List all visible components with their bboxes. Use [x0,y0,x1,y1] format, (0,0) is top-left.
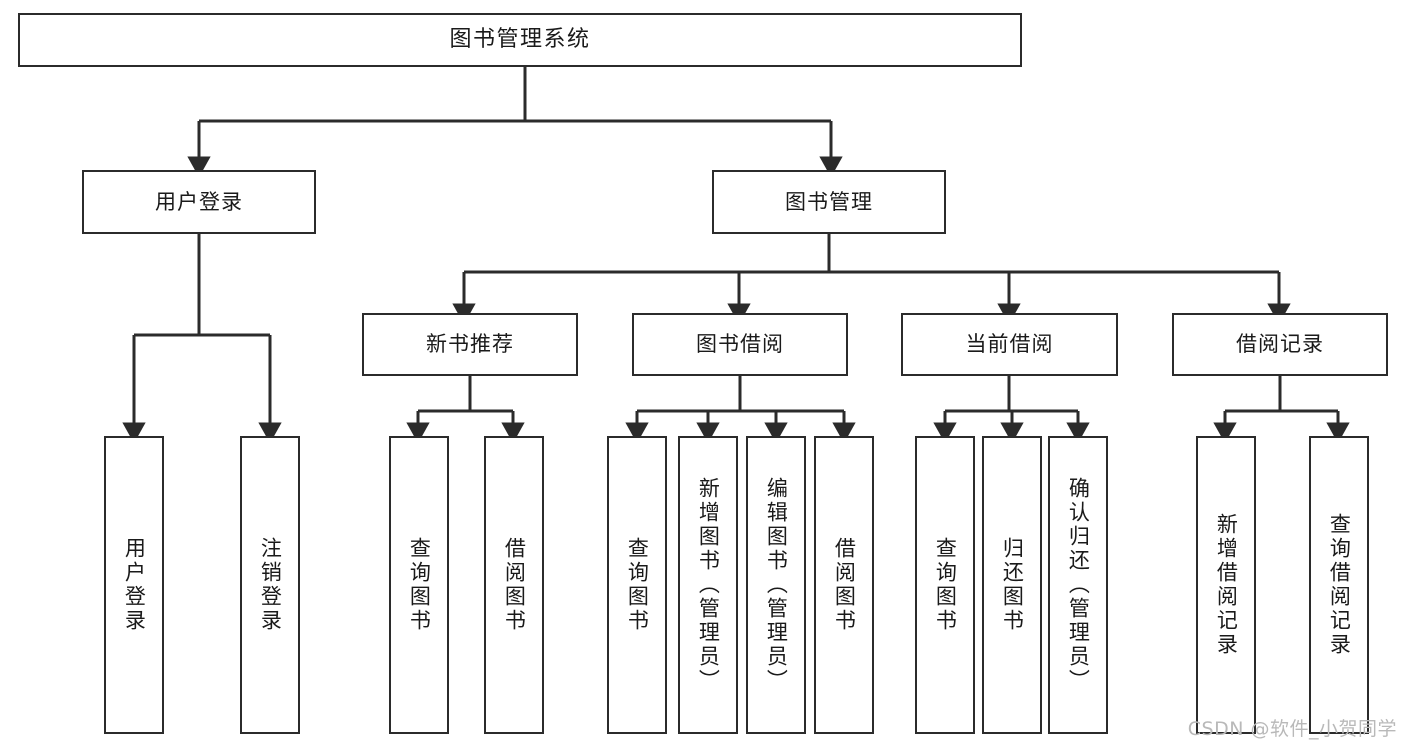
node-root-system[interactable]: 图书管理系统 [18,13,1022,67]
leaf-label: 借阅图书 [502,537,527,633]
node-new-book-recommend[interactable]: 新书推荐 [362,313,578,376]
leaf-label: 确认归还（管理员） [1066,477,1091,693]
leaf-borrow-query-book[interactable]: 查询图书 [607,436,667,734]
leaf-label: 查询图书 [933,537,958,633]
leaf-record-query-record[interactable]: 查询借阅记录 [1309,436,1369,734]
leaf-record-add-record[interactable]: 新增借阅记录 [1196,436,1256,734]
csdn-watermark: CSDN @软件_小贺同学 [1187,718,1397,740]
leaf-label: 查询图书 [407,537,432,633]
leaf-borrow-borrow-book[interactable]: 借阅图书 [814,436,874,734]
leaf-label: 查询图书 [625,537,650,633]
node-user-login[interactable]: 用户登录 [82,170,316,234]
node-current-borrow[interactable]: 当前借阅 [901,313,1118,376]
leaf-label: 注销登录 [258,537,283,633]
leaf-label: 编辑图书（管理员） [764,477,789,693]
leaf-current-confirm-return-admin[interactable]: 确认归还（管理员） [1048,436,1108,734]
leaf-new-book-query[interactable]: 查询图书 [389,436,449,734]
leaf-label: 用户登录 [122,537,147,633]
leaf-borrow-add-book-admin[interactable]: 新增图书（管理员） [678,436,738,734]
leaf-label: 查询借阅记录 [1327,513,1352,657]
node-borrow-record[interactable]: 借阅记录 [1172,313,1388,376]
node-book-borrow[interactable]: 图书借阅 [632,313,848,376]
leaf-label: 新增借阅记录 [1214,513,1239,657]
leaf-new-book-borrow[interactable]: 借阅图书 [484,436,544,734]
leaf-user-login-signin[interactable]: 用户登录 [104,436,164,734]
leaf-borrow-edit-book-admin[interactable]: 编辑图书（管理员） [746,436,806,734]
leaf-label: 归还图书 [1000,537,1025,633]
leaf-current-query-book[interactable]: 查询图书 [915,436,975,734]
leaf-label: 新增图书（管理员） [696,477,721,693]
leaf-current-return-book[interactable]: 归还图书 [982,436,1042,734]
node-book-management[interactable]: 图书管理 [712,170,946,234]
leaf-user-login-signout[interactable]: 注销登录 [240,436,300,734]
leaf-label: 借阅图书 [832,537,857,633]
